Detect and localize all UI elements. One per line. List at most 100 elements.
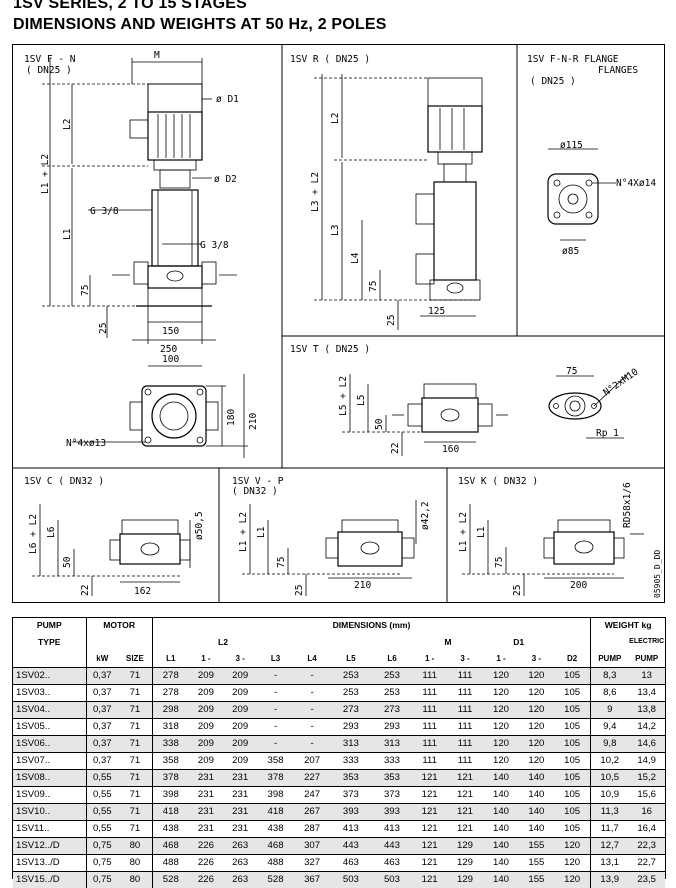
th-sub: D2 <box>554 651 591 668</box>
fn-dim-l2: L2 <box>62 119 73 130</box>
table-cell: 0,37 <box>86 668 118 685</box>
table-cell: 105 <box>554 719 591 736</box>
th-sub: L5 <box>330 651 371 668</box>
k-drawing-code: 05905_D_DD <box>653 550 662 598</box>
pump-type-cell: 1SV04.. <box>13 702 86 719</box>
table-cell: 8,3 <box>591 668 629 685</box>
th-m: M <box>413 633 484 651</box>
table-cell: 528 <box>152 872 189 888</box>
vp-dim-l1: L1 <box>256 526 267 538</box>
table-cell: - <box>294 702 331 719</box>
table-cell: 105 <box>554 668 591 685</box>
table-cell: 129 <box>447 838 484 855</box>
table-cell: 209 <box>189 685 223 702</box>
table-cell: 373 <box>330 787 371 804</box>
c-dim-l6l2: L6 + L2 <box>28 514 39 554</box>
table-cell: 209 <box>223 736 257 753</box>
table-cell: 209 <box>189 736 223 753</box>
table-cell: 273 <box>371 702 412 719</box>
table-cell: 140 <box>483 787 518 804</box>
k-dim-75: 75 <box>494 557 505 568</box>
fn-dim-l1: L1 <box>62 228 73 240</box>
table-cell: 468 <box>152 838 189 855</box>
table-cell: 463 <box>371 855 412 872</box>
table-cell: 111 <box>447 685 484 702</box>
th-electric: ELECTRIC <box>628 633 665 651</box>
table-cell: 227 <box>294 770 331 787</box>
panel-flange: 1SV F-N-R FLANGE FLANGES ( DN25 ) ø115 N… <box>527 54 656 257</box>
fn-label-holes: N°4xø13 <box>66 438 106 449</box>
pump-type-cell: 1SV13../D <box>13 855 86 872</box>
table-cell: 358 <box>152 753 189 770</box>
table-cell: 121 <box>413 770 447 787</box>
r-dim-l4: L4 <box>350 252 361 264</box>
table-cell: 111 <box>447 702 484 719</box>
k-dim-200: 200 <box>570 580 587 591</box>
dimensions-table: PUMP MOTOR DIMENSIONS (mm) WEIGHT kg TYP… <box>13 618 665 888</box>
table-cell: 353 <box>330 770 371 787</box>
table-cell: 378 <box>257 770 294 787</box>
c-dim-162: 162 <box>134 586 151 597</box>
table-cell: 105 <box>554 821 591 838</box>
pump-type-cell: 1SV07.. <box>13 753 86 770</box>
th-sub: L1 <box>152 651 189 668</box>
th-l2: L2 <box>189 633 257 651</box>
panel-frames <box>12 44 665 603</box>
flange-label-holes: N°4Xø14 <box>616 178 656 189</box>
th-sub: 3 - <box>519 651 554 668</box>
table-cell: - <box>257 685 294 702</box>
table-cell: 120 <box>519 685 554 702</box>
th-sub: 3 - <box>223 651 257 668</box>
table-cell: 10,9 <box>591 787 629 804</box>
table-cell: 209 <box>223 702 257 719</box>
table-cell: 120 <box>519 736 554 753</box>
table-cell: 71 <box>118 702 152 719</box>
table-cell: 209 <box>223 719 257 736</box>
pump-type-cell: 1SV11.. <box>13 821 86 838</box>
table-cell: 71 <box>118 719 152 736</box>
fn-dim-l1l2: L1 + L2 <box>40 154 51 194</box>
table-cell: 140 <box>483 804 518 821</box>
table-cell: 463 <box>330 855 371 872</box>
table-cell: 438 <box>257 821 294 838</box>
table-cell: 0,55 <box>86 787 118 804</box>
table-cell: 140 <box>483 770 518 787</box>
table-cell: 398 <box>257 787 294 804</box>
dimension-drawings: 1SV F - N ( DN25 ) M ø <box>12 44 665 604</box>
table-cell: 120 <box>519 668 554 685</box>
table-cell: 120 <box>554 838 591 855</box>
table-cell: 273 <box>330 702 371 719</box>
th-sub: 1 - <box>413 651 447 668</box>
table-cell: 121 <box>413 821 447 838</box>
flange-dim-115: ø115 <box>560 140 583 151</box>
table-cell: 231 <box>223 821 257 838</box>
th-sub: 1 - <box>189 651 223 668</box>
table-cell: 263 <box>223 872 257 888</box>
r-dim-l2: L2 <box>330 113 341 124</box>
r-dim-125: 125 <box>428 306 445 317</box>
fn-subtitle: ( DN25 ) <box>26 65 72 76</box>
table-cell: 140 <box>483 821 518 838</box>
table-cell: 287 <box>294 821 331 838</box>
table-cell: 253 <box>371 685 412 702</box>
table-cell: 247 <box>294 787 331 804</box>
table-cell: 111 <box>413 736 447 753</box>
table-cell: 9,8 <box>591 736 629 753</box>
table-cell: 231 <box>189 787 223 804</box>
table-cell: 378 <box>152 770 189 787</box>
table-cell: 209 <box>223 668 257 685</box>
table-cell: 0,37 <box>86 753 118 770</box>
table-cell: 71 <box>118 787 152 804</box>
t-label-m10: N°2xM10 <box>601 366 640 398</box>
table-cell: 120 <box>554 855 591 872</box>
th-sub: L4 <box>294 651 331 668</box>
table-cell: 263 <box>223 855 257 872</box>
table-cell: 0,37 <box>86 685 118 702</box>
